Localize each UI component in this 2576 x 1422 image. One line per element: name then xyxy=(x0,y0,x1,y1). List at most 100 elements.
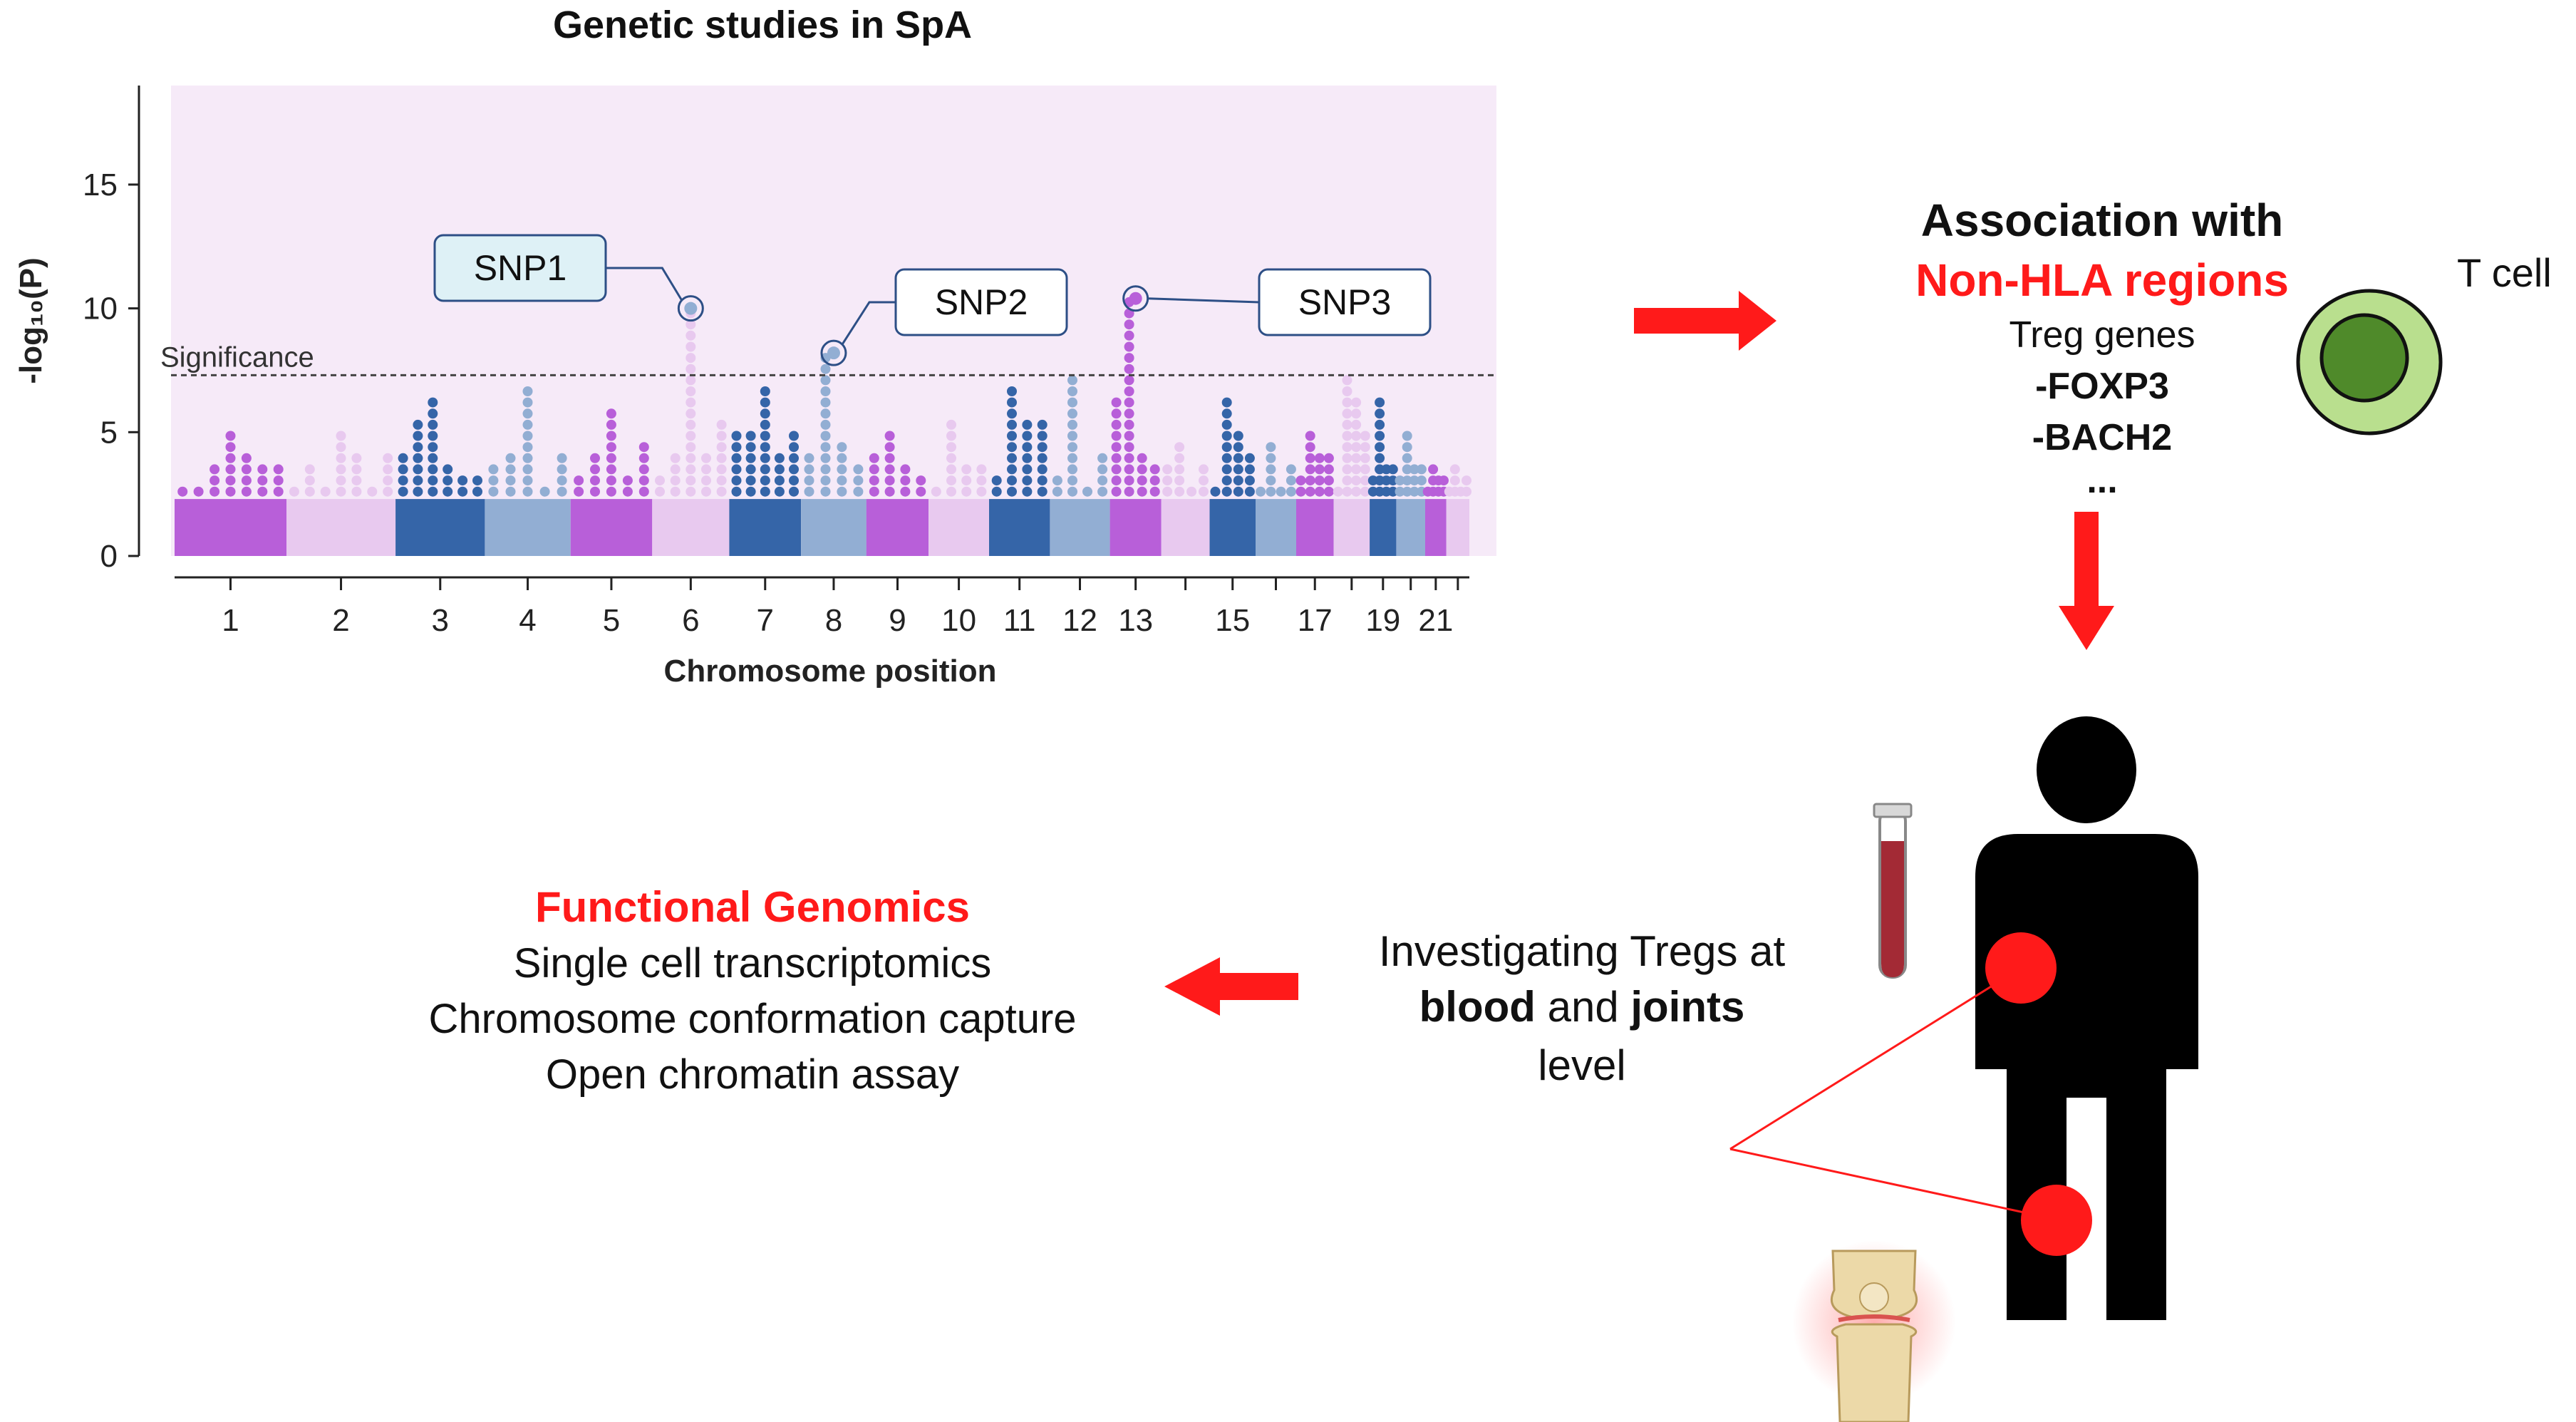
snp-point xyxy=(1402,464,1412,475)
snp-point xyxy=(488,464,499,475)
snp-point xyxy=(1351,397,1362,408)
snp-point xyxy=(1067,486,1077,497)
snp-point xyxy=(731,453,742,463)
snp-point xyxy=(1174,486,1185,497)
snp-point xyxy=(884,464,895,475)
snp-point xyxy=(716,453,727,463)
knee-joint-dot xyxy=(2021,1185,2092,1256)
snp-point xyxy=(383,453,393,463)
snp-point xyxy=(731,464,742,475)
snp-point xyxy=(1256,486,1266,497)
snp-point xyxy=(1342,386,1352,396)
snp-point xyxy=(789,431,799,441)
snp-point xyxy=(774,453,785,463)
snp-point xyxy=(1244,464,1255,475)
snp-point xyxy=(1305,442,1315,453)
snp-point xyxy=(1124,431,1134,441)
snp-point xyxy=(428,442,438,453)
snp-point xyxy=(1323,464,1334,475)
snp-point xyxy=(225,442,236,453)
snp-point xyxy=(701,453,711,463)
snp-point xyxy=(900,486,911,497)
snp-point xyxy=(336,431,346,441)
association-ellipsis: ... xyxy=(2086,460,2118,501)
snp-point xyxy=(916,486,926,497)
snp-point xyxy=(1305,486,1315,497)
snp-point xyxy=(760,453,770,463)
snp-point xyxy=(1395,475,1405,486)
snp-point xyxy=(716,431,727,441)
snp-point xyxy=(522,397,533,408)
figure-title: Genetic studies in SpA xyxy=(552,4,973,46)
snp-point xyxy=(638,442,649,453)
snp-point xyxy=(1124,353,1134,364)
snp-point xyxy=(760,419,770,430)
snp-point xyxy=(1067,397,1077,408)
snp-point xyxy=(522,453,533,463)
and-label: and xyxy=(1547,983,1619,1031)
snp-point xyxy=(1305,453,1315,463)
snp-point xyxy=(1351,431,1362,441)
snp-point xyxy=(472,486,482,497)
snp-point xyxy=(1387,464,1398,475)
snp-point xyxy=(1111,442,1122,453)
snp-point xyxy=(1342,431,1352,441)
snp-point xyxy=(472,475,482,486)
snp-point xyxy=(177,486,188,497)
snp-point xyxy=(1111,431,1122,441)
snp-point xyxy=(539,486,550,497)
snp-point xyxy=(774,475,785,486)
snp-point xyxy=(1439,475,1449,486)
snp-point xyxy=(1395,486,1405,497)
snp-point xyxy=(590,453,600,463)
snp-point xyxy=(946,419,956,430)
snp-point xyxy=(1149,475,1160,486)
snp-point xyxy=(1022,475,1033,486)
snp-point xyxy=(1007,475,1017,486)
snp-point xyxy=(946,486,956,497)
snp-point xyxy=(1007,431,1017,441)
snp-point xyxy=(257,464,268,475)
snp-point xyxy=(225,475,236,486)
snp-point xyxy=(1360,486,1370,497)
snp-point xyxy=(1199,475,1209,486)
snp-point xyxy=(1022,431,1033,441)
snp-point xyxy=(1124,453,1134,463)
snp-point xyxy=(1351,419,1362,430)
snp-point xyxy=(686,397,696,408)
snp-point xyxy=(522,464,533,475)
x-tick-label: 21 xyxy=(1418,603,1453,638)
snp-point xyxy=(760,486,770,497)
snp-point xyxy=(670,453,681,463)
snp-point xyxy=(789,464,799,475)
snp-point xyxy=(1037,486,1048,497)
x-axis-title: Chromosome position xyxy=(664,654,997,689)
x-tick-label: 6 xyxy=(682,603,699,638)
y-axis-title: -log₁₀(P) xyxy=(14,257,48,383)
snp-callout-box xyxy=(894,268,1068,336)
snp-point xyxy=(946,453,956,463)
snp-point xyxy=(606,419,616,430)
snp-peak-point xyxy=(827,346,840,360)
snp-point xyxy=(1233,453,1243,463)
snp-point xyxy=(745,464,756,475)
snp-point xyxy=(590,475,600,486)
snp-point xyxy=(273,486,284,497)
snp-point xyxy=(961,486,972,497)
snp-point xyxy=(522,419,533,430)
snp-point xyxy=(1007,442,1017,453)
snp-point xyxy=(1233,442,1243,453)
snp-point xyxy=(1342,375,1352,386)
snp-point xyxy=(820,442,831,453)
chromosome-block-12 xyxy=(1050,499,1110,556)
association-subheading: Treg genes xyxy=(2009,314,2195,356)
shoulder-joint-dot xyxy=(1985,932,2057,1004)
snp-point xyxy=(383,486,393,497)
snp-point xyxy=(1067,442,1077,453)
snp-point xyxy=(1375,419,1385,430)
snp-point xyxy=(1097,453,1108,463)
snp-point xyxy=(1111,475,1122,486)
knee-joint-icon xyxy=(1792,1240,1956,1422)
snp-point xyxy=(760,431,770,441)
snp-point xyxy=(1402,475,1412,486)
